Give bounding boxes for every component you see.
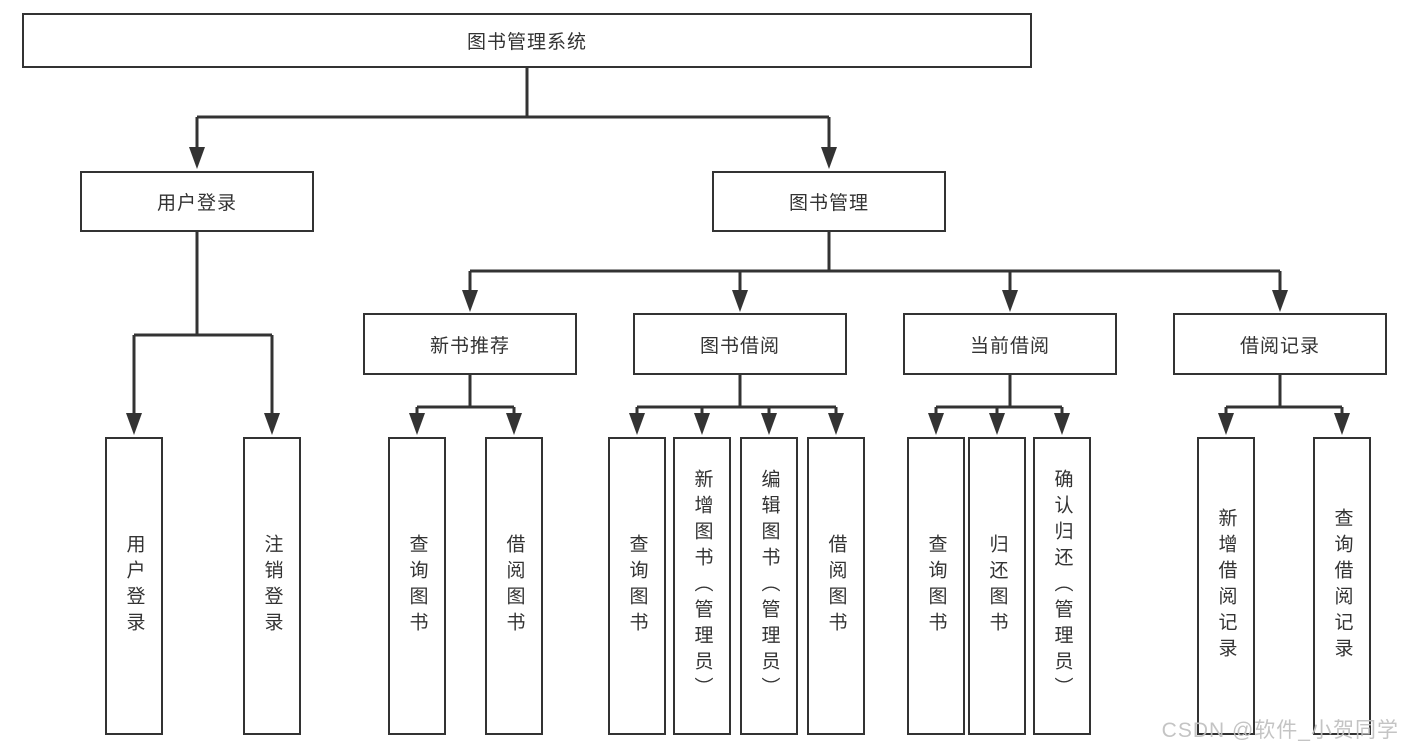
connector-borrowrecord-to-leaves: [1224, 375, 1344, 416]
node-new-book-recommend: 新书推荐: [363, 313, 577, 375]
leaf-record-query-label: 查询借阅记录: [1331, 508, 1353, 664]
arrow-to-current-borrow: [1002, 290, 1018, 312]
node-borrow-record-label: 借阅记录: [1239, 335, 1320, 357]
connector-currentborrow-to-leaves: [934, 375, 1064, 416]
node-borrow-record: 借阅记录: [1173, 313, 1387, 375]
leaf-borrow-edit-book: 编辑图书（管理员）: [740, 437, 798, 735]
leaf-borrow-query-book-label: 查询图书: [626, 534, 648, 638]
watermark-text: CSDN @软件_小贺同学: [1161, 719, 1399, 742]
node-user-login: 用户登录: [80, 171, 314, 232]
connector-userlogin-to-leaves: [132, 232, 274, 416]
node-book-management: 图书管理: [712, 171, 946, 232]
arrow-to-cb-confirm: [1054, 413, 1070, 435]
arrow-to-bb-query: [629, 413, 645, 435]
node-book-management-label: 图书管理: [788, 193, 869, 214]
arrow-to-login: [126, 413, 142, 435]
leaf-user-login: 用户登录: [105, 437, 163, 735]
connector-bookmgmt-to-level3: [468, 232, 1282, 292]
leaf-borrow-borrow-book-label: 借阅图书: [825, 534, 847, 638]
leaf-current-query-book-label: 查询图书: [925, 534, 947, 638]
node-library-system-label: 图书管理系统: [466, 32, 587, 53]
arrow-to-br-query: [1334, 413, 1350, 435]
leaf-record-add: 新增借阅记录: [1197, 437, 1255, 735]
node-book-borrow: 图书借阅: [633, 313, 847, 375]
node-library-system: 图书管理系统: [22, 13, 1032, 68]
leaf-logout-login: 注销登录: [243, 437, 301, 735]
leaf-recommend-borrow-book-label: 借阅图书: [503, 534, 525, 638]
arrow-to-borrow-record: [1272, 290, 1288, 312]
leaf-record-query: 查询借阅记录: [1313, 437, 1371, 735]
leaf-borrow-edit-book-label: 编辑图书（管理员）: [758, 469, 780, 703]
leaf-current-confirm-return-label: 确认归还（管理员）: [1051, 469, 1073, 703]
arrow-to-bb-add: [694, 413, 710, 435]
arrow-to-user-login: [189, 147, 205, 169]
leaf-current-return-book-label: 归还图书: [986, 534, 1008, 638]
arrow-to-bb-edit: [761, 413, 777, 435]
connector-root-to-level2: [195, 68, 831, 150]
arrow-to-rec-borrow: [506, 413, 522, 435]
node-current-borrow: 当前借阅: [903, 313, 1117, 375]
arrow-to-bb-borrow: [828, 413, 844, 435]
connector-newbookrec-to-leaves: [415, 375, 516, 416]
leaf-recommend-borrow-book: 借阅图书: [485, 437, 543, 735]
leaf-current-return-book: 归还图书: [968, 437, 1026, 735]
leaf-recommend-query-book-label: 查询图书: [406, 534, 428, 638]
arrow-to-book-mgmt: [821, 147, 837, 169]
arrow-to-new-book-rec: [462, 290, 478, 312]
leaf-recommend-query-book: 查询图书: [388, 437, 446, 735]
connector-bookborrow-to-leaves: [635, 375, 838, 416]
leaf-borrow-borrow-book: 借阅图书: [807, 437, 865, 735]
arrow-to-cb-return: [989, 413, 1005, 435]
leaf-record-add-label: 新增借阅记录: [1215, 508, 1237, 664]
leaf-user-login-label: 用户登录: [123, 534, 145, 638]
node-current-borrow-label: 当前借阅: [969, 335, 1050, 357]
arrow-to-cb-query: [928, 413, 944, 435]
node-user-login-label: 用户登录: [156, 193, 237, 214]
leaf-logout-login-label: 注销登录: [261, 534, 283, 638]
arrow-to-logout: [264, 413, 280, 435]
arrow-to-rec-query: [409, 413, 425, 435]
node-new-book-recommend-label: 新书推荐: [429, 335, 510, 357]
leaf-current-confirm-return: 确认归还（管理员）: [1033, 437, 1091, 735]
node-book-borrow-label: 图书借阅: [699, 335, 780, 357]
leaf-current-query-book: 查询图书: [907, 437, 965, 735]
leaf-borrow-add-book: 新增图书（管理员）: [673, 437, 731, 735]
leaf-borrow-add-book-label: 新增图书（管理员）: [691, 469, 713, 703]
arrow-to-br-add: [1218, 413, 1234, 435]
leaf-borrow-query-book: 查询图书: [608, 437, 666, 735]
arrow-to-book-borrow: [732, 290, 748, 312]
